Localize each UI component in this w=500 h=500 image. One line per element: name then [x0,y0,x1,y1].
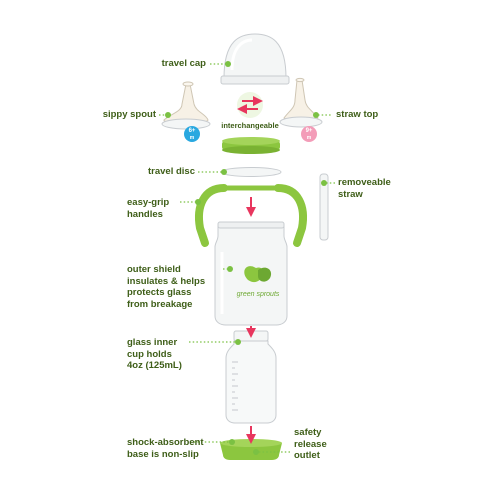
badge-age-unit: m [190,135,195,141]
label-removeable-straw: removeable straw [338,177,391,200]
straw-top [279,77,323,128]
badge-age-unit: m [307,135,312,141]
badge-age-text: 9+ [306,128,313,134]
label-outer-shield: outer shield insulates & helps protects … [127,264,206,310]
removeable-straw [319,173,329,241]
interchangeable-icon [237,92,263,118]
leader-lines [159,63,335,453]
age-badge-straw: 9+ m [301,126,317,142]
travel-cap [220,33,290,85]
measurement-marks [232,361,238,411]
label-easy-grip-handles: easy-grip handles [127,197,170,220]
easy-grip-handles [195,184,307,247]
label-glass-inner-cup: glass inner cup holds 4oz (125mL) [127,337,182,371]
label-travel-disc: travel disc [148,166,195,177]
leader-dots [165,61,327,455]
svg-text:green sprouts: green sprouts [237,291,280,298]
label-travel-cap: travel cap [161,58,206,69]
sippy-spout [161,81,211,130]
green-sprouts-logo: green sprouts [237,266,280,298]
label-shock-absorbent-base: shock-absorbent base is non-slip [127,437,204,460]
glass-inner-cup [225,330,277,424]
lid-ring [222,137,280,154]
label-sippy-spout: sippy spout [102,109,156,120]
age-badge-sippy: 6+ m [184,126,200,142]
interchangeable-label: interchangeable [221,121,279,130]
label-straw-top: straw top [336,109,379,120]
label-safety-release-outlet: safety release outlet [294,427,327,461]
badge-age-text: 6+ [189,128,196,134]
travel-disc [220,167,282,177]
